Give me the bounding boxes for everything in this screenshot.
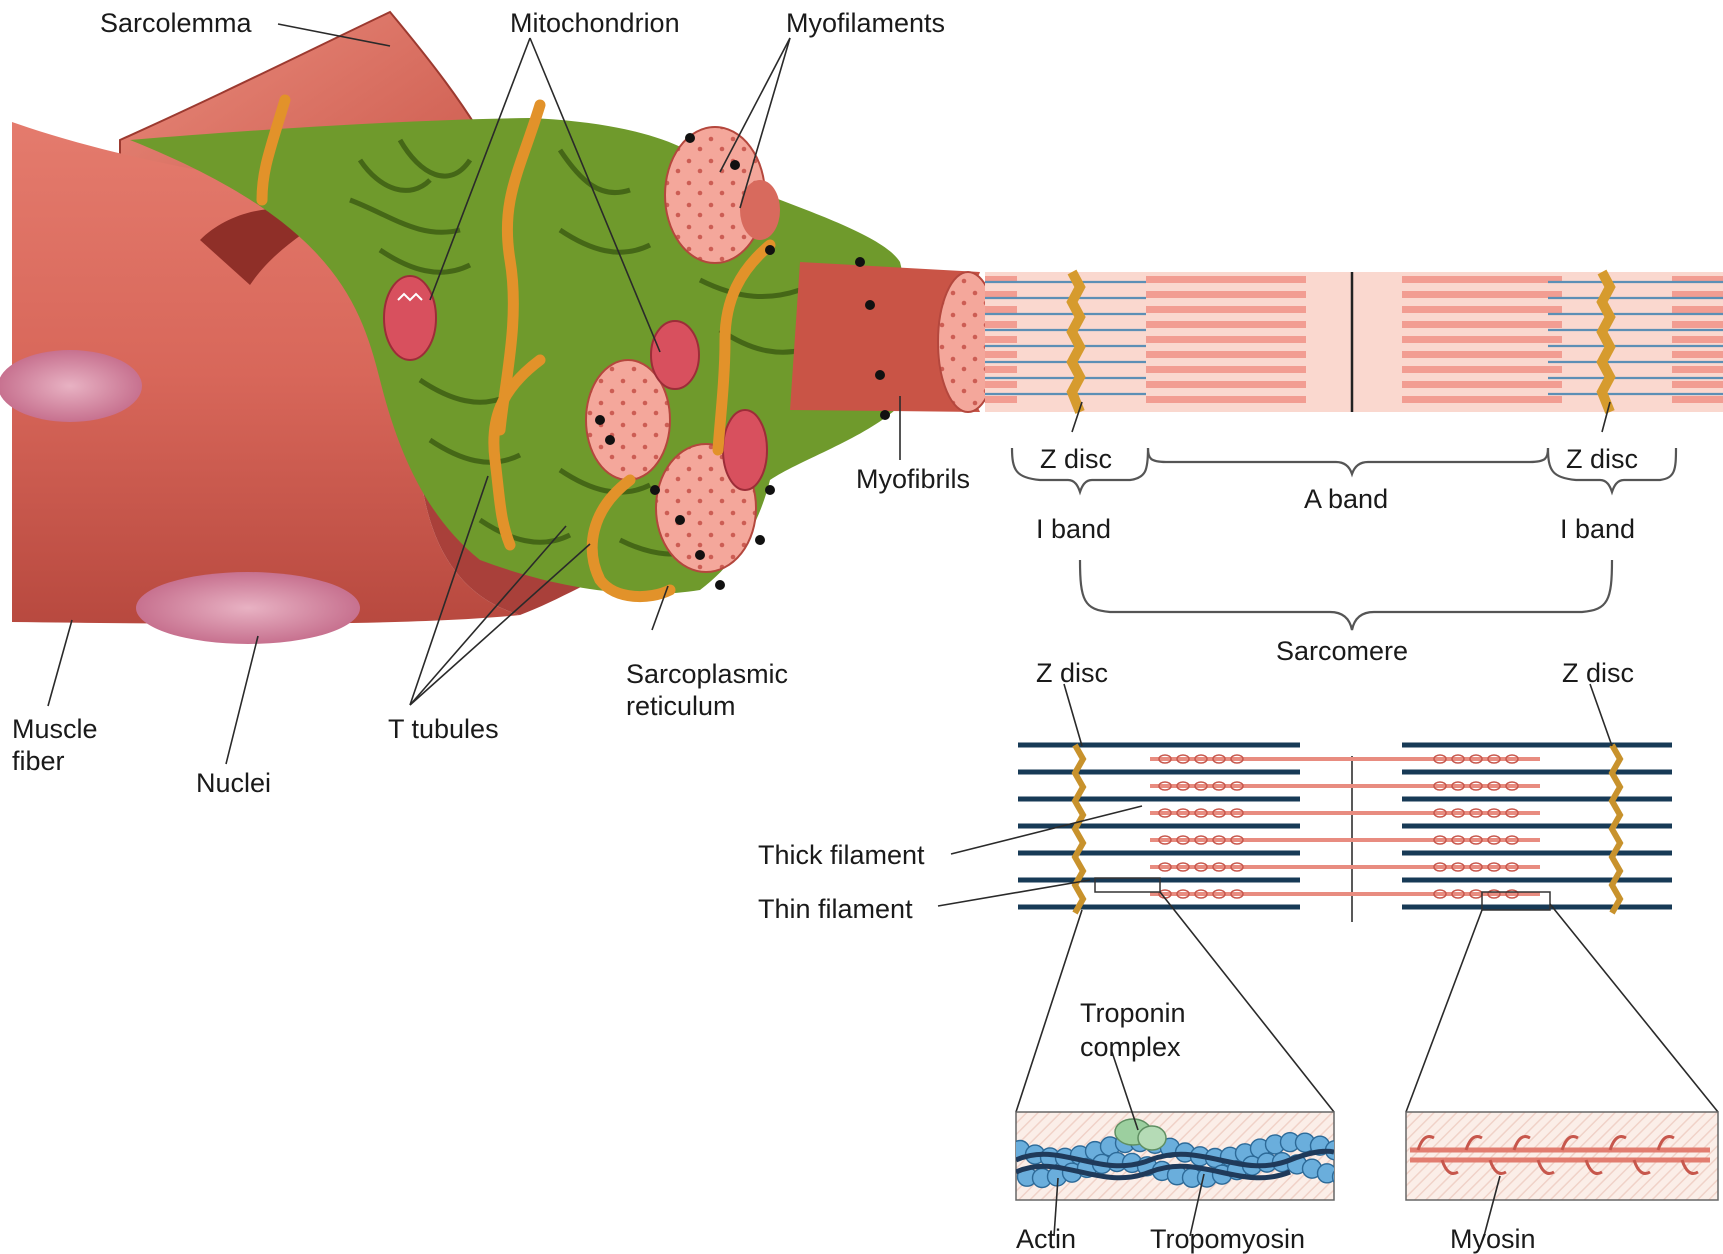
striation-stripe <box>1672 336 1723 343</box>
label-mitochondrion: Mitochondrion <box>510 8 680 38</box>
striation-stripe <box>1146 381 1306 388</box>
nucleus <box>136 572 360 644</box>
label-myofilaments: Myofilaments <box>786 8 945 38</box>
striation-stripe <box>1672 306 1723 313</box>
striation-stripe <box>1146 291 1306 298</box>
striation-stripe <box>1146 351 1306 358</box>
label-i-band-right: I band <box>1560 514 1635 544</box>
label-myosin: Myosin <box>1450 1224 1536 1254</box>
mitochondrion <box>651 321 699 389</box>
label-z-disc-left-top: Z disc <box>1040 444 1112 474</box>
striation-stripe <box>1146 396 1306 403</box>
label-sarcomere: Sarcomere <box>1276 636 1408 666</box>
striation-stripe <box>1672 381 1723 388</box>
striation-stripe <box>1672 321 1723 328</box>
striation-stripe <box>1402 366 1562 373</box>
striation-stripe <box>1402 351 1562 358</box>
label-troponin-1: Troponin <box>1080 998 1186 1028</box>
striation-stripe <box>1672 396 1723 403</box>
striation-stripe <box>1402 276 1562 283</box>
label-sarcolemma: Sarcolemma <box>100 8 253 38</box>
striation-stripe <box>985 366 1017 373</box>
label-tropomyosin: Tropomyosin <box>1150 1224 1305 1254</box>
label-thick-filament: Thick filament <box>758 840 925 870</box>
label-actin: Actin <box>1016 1224 1076 1254</box>
label-nuclei: Nuclei <box>196 768 271 798</box>
striation-stripe <box>1146 276 1306 283</box>
nucleus <box>0 350 142 422</box>
label-z-disc-right-bottom: Z disc <box>1562 658 1634 688</box>
striation-stripe <box>1146 336 1306 343</box>
striation-stripe <box>1402 321 1562 328</box>
actin-inset <box>1011 1112 1352 1200</box>
sarcomere-strip <box>985 272 1723 412</box>
striation-stripe <box>1402 381 1562 388</box>
striation-stripe <box>985 381 1017 388</box>
striation-stripe <box>1402 291 1562 298</box>
label-i-band-left: I band <box>1036 514 1111 544</box>
striation-stripe <box>1146 366 1306 373</box>
striation-stripe <box>985 306 1017 313</box>
label-a-band: A band <box>1304 484 1388 514</box>
label-z-disc-right-top: Z disc <box>1566 444 1638 474</box>
striation-stripe <box>985 396 1017 403</box>
label-myofibrils: Myofibrils <box>856 464 970 494</box>
striation-stripe <box>1672 351 1723 358</box>
striation-stripe <box>985 321 1017 328</box>
label-z-disc-left-bottom: Z disc <box>1036 658 1108 688</box>
striation-stripe <box>985 336 1017 343</box>
striation-stripe <box>1146 321 1306 328</box>
striation-stripe <box>1672 366 1723 373</box>
myosin-inset <box>1406 1112 1718 1200</box>
actin-bead <box>1333 1167 1352 1186</box>
label-muscle-fiber-2: fiber <box>12 746 65 776</box>
label-t-tubules: T tubules <box>388 714 499 744</box>
label-troponin-2: complex <box>1080 1032 1181 1062</box>
mitochondrion <box>723 410 767 490</box>
striation-stripe <box>1402 336 1562 343</box>
striation-stripe <box>985 351 1017 358</box>
striation-stripe <box>1402 396 1562 403</box>
mitochondrion <box>384 276 436 360</box>
label-sarcoplasmic-1: Sarcoplasmic <box>626 659 788 689</box>
label-muscle-fiber-1: Muscle <box>12 714 98 744</box>
label-sarcoplasmic-2: reticulum <box>626 691 736 721</box>
filament-rows <box>1018 745 1672 907</box>
label-thin-filament: Thin filament <box>758 894 913 924</box>
striation-stripe <box>1146 306 1306 313</box>
striation-stripe <box>1402 306 1562 313</box>
